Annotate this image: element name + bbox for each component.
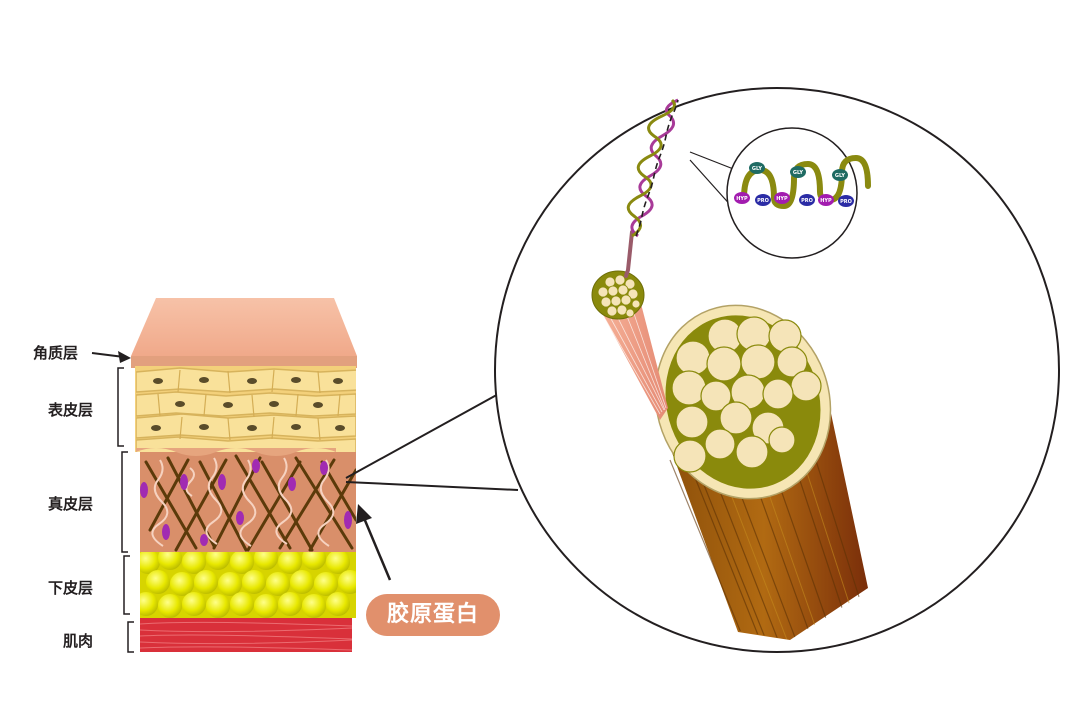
amino-acid-markers: GLY HYP PRO GLY HYP PRO GLY HYP PRO [734,162,854,207]
gly-bead [832,169,848,181]
hyp-label: HYP [820,198,832,204]
skin-cross-section [131,298,357,652]
label-stratum-corneum: 角质层 [33,344,79,362]
skin-top-surface [131,298,357,356]
pro-label: PRO [801,198,813,204]
collagen-fibers-network [140,454,356,552]
pro-bead [799,194,815,206]
gly-bead [749,162,765,174]
layer-brackets [117,367,134,653]
amino-acid-inset [726,127,871,259]
collagen-fiber-bundle [654,304,868,640]
label-muscle: 肌肉 [63,632,94,650]
collagen-callout-arrow [356,504,392,581]
stratum-corneum-layer [131,356,357,368]
collagen-callout-label: 胶原蛋白 [366,594,500,636]
zoom-lines [345,391,519,491]
collagen-fibril [591,270,668,420]
pro-marker: PRO [799,194,815,206]
gly-marker: GLY [832,169,848,181]
gly-label: GLY [835,173,846,179]
label-epidermis: 表皮层 [48,401,94,419]
hyp-marker: HYP [774,192,790,204]
hyp-label: HYP [736,196,748,202]
pro-bead [838,195,854,207]
epidermis-cells [136,367,356,452]
hyp-bead [774,192,790,204]
hyp-bead [734,192,750,204]
label-subcutis: 下皮层 [48,579,94,597]
hyp-marker: HYP [734,192,750,204]
fat-cells [140,552,356,618]
corneum-arrow [91,351,131,363]
hyp-marker: HYP [818,194,834,206]
gly-label: GLY [793,170,804,176]
triple-helix [624,98,679,278]
pro-label: PRO [757,198,769,204]
hyp-bead [818,194,834,206]
pro-marker: PRO [755,194,771,206]
gly-marker: GLY [790,166,806,178]
pro-bead [755,194,771,206]
gly-bead [790,166,806,178]
hyp-label: HYP [776,196,788,202]
gly-label: GLY [752,166,763,172]
pro-marker: PRO [838,195,854,207]
gly-marker: GLY [749,162,765,174]
label-dermis: 真皮层 [48,495,94,513]
pro-label: PRO [840,199,852,205]
